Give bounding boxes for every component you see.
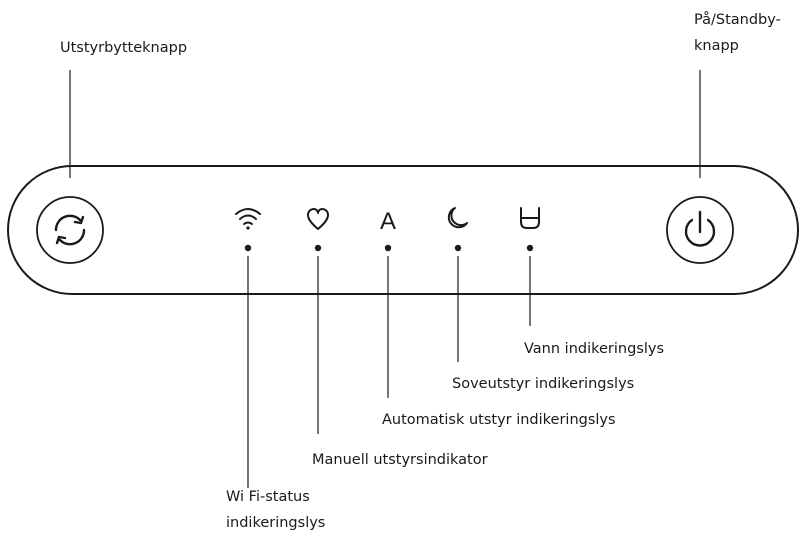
heart-icon <box>307 208 329 230</box>
wifi-indicator-label-line1: Wi Fi-status <box>226 489 310 505</box>
moon-icon <box>447 207 468 229</box>
water-cup-icon <box>520 207 540 229</box>
wifi-icon <box>235 208 261 230</box>
power-button[interactable] <box>666 196 734 264</box>
auto-icon: A <box>380 208 396 235</box>
wifi-indicator-label-line2: indikeringslys <box>226 515 325 531</box>
water-indicator-label: Vann indikeringslys <box>524 341 664 357</box>
mode-switch-button[interactable] <box>36 196 104 264</box>
manual-indicator-light <box>314 244 322 252</box>
manual-indicator-label: Manuell utstyrsindikator <box>312 452 488 468</box>
sleep-indicator-light <box>454 244 462 252</box>
water-indicator-light <box>526 244 534 252</box>
power-button-label-line1: På/Standby- <box>694 11 781 28</box>
wifi-indicator-light <box>244 244 252 252</box>
leader-lines <box>69 70 701 488</box>
sleep-indicator-label: Soveutstyr indikeringslys <box>452 376 634 392</box>
auto-indicator-label: Automatisk utstyr indikeringslys <box>382 412 616 428</box>
power-icon <box>684 210 716 247</box>
auto-indicator-light <box>384 244 392 252</box>
mode-button-label: Utstyrbytteknapp <box>60 40 187 56</box>
power-button-label-line2: knapp <box>694 38 739 54</box>
control-panel <box>7 165 799 295</box>
refresh-icon <box>54 214 86 246</box>
